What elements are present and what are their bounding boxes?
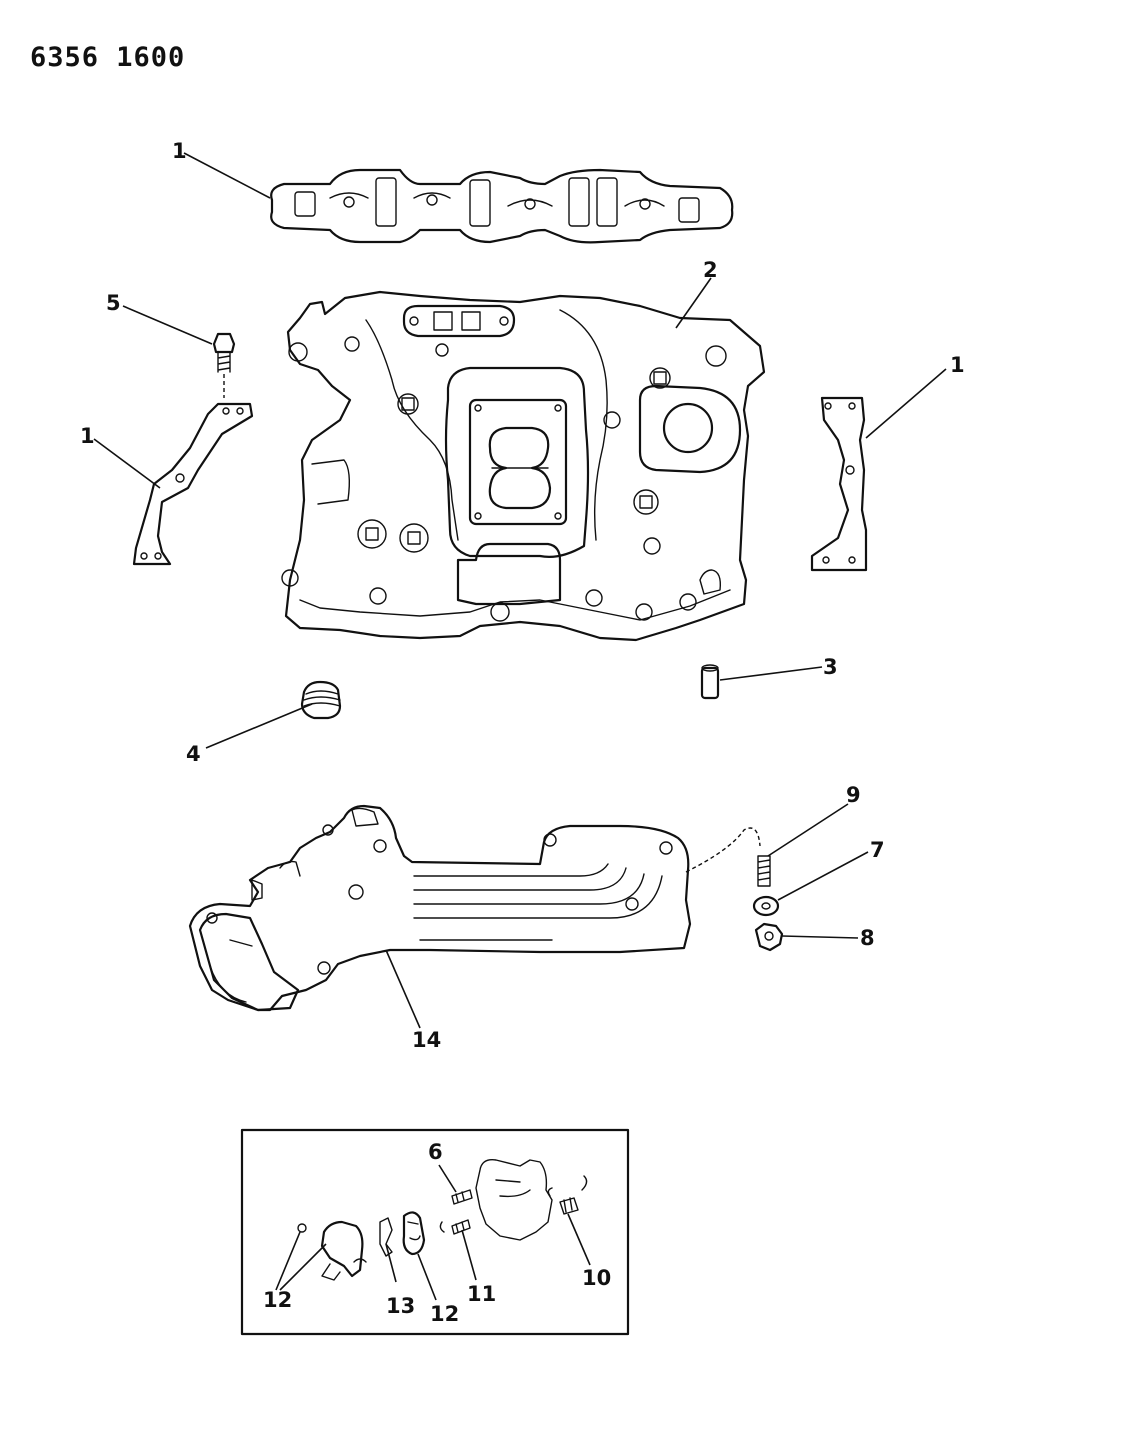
callout-12-inset-left: 12 [263, 1288, 293, 1312]
callout-6-inset: 6 [428, 1140, 443, 1164]
callout-8-nut: 8 [860, 926, 875, 950]
callout-2-intake-manifold: 2 [703, 258, 718, 282]
callout-3-dowel: 3 [823, 655, 838, 679]
callout-1-right-gasket: 1 [950, 353, 965, 377]
plug-4 [300, 680, 342, 720]
manifold-side-gasket-left [132, 402, 254, 566]
leader-lines [93, 152, 947, 1301]
bolt-5 [212, 332, 236, 398]
callout-1-left-gasket: 1 [80, 424, 95, 448]
callout-9-stud: 9 [846, 783, 861, 807]
exhaust-manifold-14 [188, 804, 761, 1012]
document-number: 6356 1600 [30, 42, 186, 73]
callout-14-exhaust-manifold: 14 [412, 1028, 442, 1052]
manifold-side-gasket-right [810, 396, 868, 572]
intake-manifold-gasket-top [270, 168, 734, 244]
stud-9 [757, 855, 771, 887]
callout-1-top-gasket: 1 [172, 139, 187, 163]
washer-7 [752, 895, 780, 917]
callout-7-washer: 7 [870, 838, 885, 862]
callout-4-plug: 4 [186, 742, 201, 766]
callout-10-inset: 10 [582, 1266, 612, 1290]
callout-11-inset: 11 [467, 1282, 497, 1306]
callout-5-bolt: 5 [106, 291, 121, 315]
callout-12-inset-right: 12 [430, 1302, 460, 1326]
intake-manifold [281, 290, 766, 642]
detail-inset [240, 1128, 630, 1336]
callout-13-inset: 13 [386, 1294, 416, 1318]
dowel-pin-3 [700, 664, 720, 700]
nut-8 [754, 922, 784, 952]
